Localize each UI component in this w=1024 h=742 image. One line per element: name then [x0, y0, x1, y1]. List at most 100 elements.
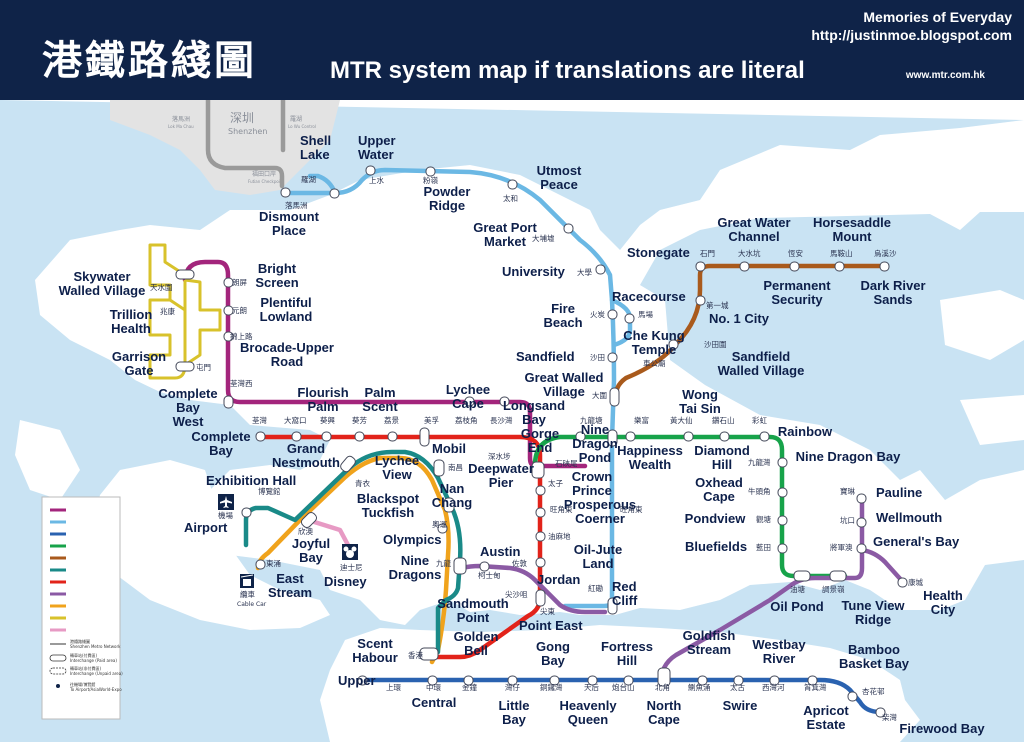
zh-joyful-bay: 欣澳	[298, 526, 313, 536]
futian-en: Futian Checkpoint	[248, 179, 284, 184]
zh-east-stream: 東涌	[266, 558, 281, 568]
zh-upper: 上環	[386, 683, 401, 692]
zh-deepwater-pier: 深水埗	[488, 451, 511, 461]
zh-no1-city: 第一城	[706, 300, 729, 310]
zh-yau-ma-tei: 油麻地	[548, 531, 571, 541]
label-pauline: Pauline	[876, 485, 922, 500]
site-url: www.mtr.com.hk	[905, 70, 986, 81]
zh-fire-beach: 火炭	[590, 310, 605, 319]
kwun-tong-line	[532, 434, 848, 579]
label-upper: Upper	[338, 673, 376, 688]
label-disney: Disney	[324, 574, 367, 589]
zh-cable-car: 纜車	[240, 589, 255, 599]
zh-utmost-peace: 太和	[503, 193, 518, 203]
label-no1-city: No. 1 City	[709, 311, 770, 326]
zh-nine-dragon-pond: 九龍塘	[580, 415, 603, 425]
zh-university: 大學	[577, 267, 592, 277]
svg-text:Interchange (Paid area): Interchange (Paid area)	[70, 658, 117, 663]
label-firewood-bay: Firewood Bay	[899, 721, 985, 736]
zh-nan-chang: 南昌	[448, 462, 463, 472]
zh-tai-wo-hau: 大窩口	[284, 415, 307, 425]
zh-heavenly-queen: 天后	[584, 682, 599, 692]
label-mobil: Mobil	[432, 441, 466, 456]
zh-skywater: 天水圍	[150, 282, 173, 292]
zh-happiness-wealth: 樂富	[634, 415, 649, 425]
label-stonegate: Stonegate	[627, 245, 690, 260]
zh-bright-screen: 朗屏	[232, 277, 247, 287]
label-central: Central	[412, 695, 457, 710]
zh-westbay-river: 西灣河	[762, 682, 785, 692]
zh-powder-ridge: 粉嶺	[423, 175, 438, 185]
zh-prosperous-coerner: 旺角東	[620, 504, 643, 514]
label-swire: Swire	[723, 698, 758, 713]
lo-wu-border-zh: 羅湖	[290, 115, 302, 123]
disneyland-resort-line	[305, 517, 351, 548]
airplane-icon	[218, 494, 234, 510]
zh-wong-tai-sin: 黃大仙	[670, 415, 693, 425]
shenzhen-zh: 深圳	[230, 111, 254, 125]
zh-apricot-estate: 杏花邨	[862, 686, 885, 696]
zh-lychee-cape: 荔枝角	[455, 415, 478, 425]
zh-dismount-place: 落馬洲	[285, 200, 308, 210]
zh-firewood-bay: 柴灣	[882, 712, 897, 722]
zh-central: 中環	[426, 682, 441, 692]
zh-swire: 太古	[730, 682, 745, 692]
zh-causeway-bay: 銅鑼灣	[540, 682, 563, 692]
svg-text:港鐵路綫圖: 港鐵路綫圖	[70, 638, 90, 644]
shenzhen-en: Shenzhen	[228, 127, 267, 136]
zh-kwai-hing: 葵興	[320, 415, 335, 425]
label-olympics: Olympics	[383, 532, 442, 547]
zh-oxhead-cape: 牛頭角	[748, 486, 771, 496]
racecourse-spur	[609, 297, 633, 348]
zh-che-kung-temple: 車公廟	[643, 358, 666, 368]
zh-golden-bell: 金鐘	[462, 682, 477, 692]
zh-bluefields: 藍田	[756, 542, 771, 552]
zh-generals-bay: 將軍澳	[830, 542, 853, 552]
land	[0, 100, 1024, 742]
zh-red-cliff: 紅磡	[588, 583, 603, 593]
lok-ma-chau-border-zh: 落馬洲	[172, 115, 190, 123]
label-rainbow: Rainbow	[778, 424, 833, 439]
zh-north-cape: 北角	[655, 682, 670, 692]
zh-gorge-end: 石硤尾	[555, 458, 578, 468]
credit-2: http://justinmoe.blogspot.com	[811, 27, 1012, 43]
label-airport: Airport	[184, 520, 228, 535]
zh-great-water-channel: 大水坑	[738, 248, 761, 258]
label-bluefields: Bluefields	[685, 539, 747, 554]
zh-goldfish-stream: 鰂魚涌	[688, 682, 711, 692]
label-generals-bay: General's Bay	[873, 534, 960, 549]
title-en: MTR system map if translations are liter…	[330, 57, 805, 84]
zh-pauline: 寶琳	[840, 486, 855, 496]
east-rail-line	[283, 167, 617, 609]
zh-disney: 迪士尼	[340, 562, 363, 572]
zh-upper-water: 上水	[369, 175, 384, 185]
header-bar	[0, 0, 1024, 100]
zh-mong-kok: 旺角東	[550, 504, 573, 514]
zh-kwai-fong: 葵芳	[352, 415, 367, 425]
